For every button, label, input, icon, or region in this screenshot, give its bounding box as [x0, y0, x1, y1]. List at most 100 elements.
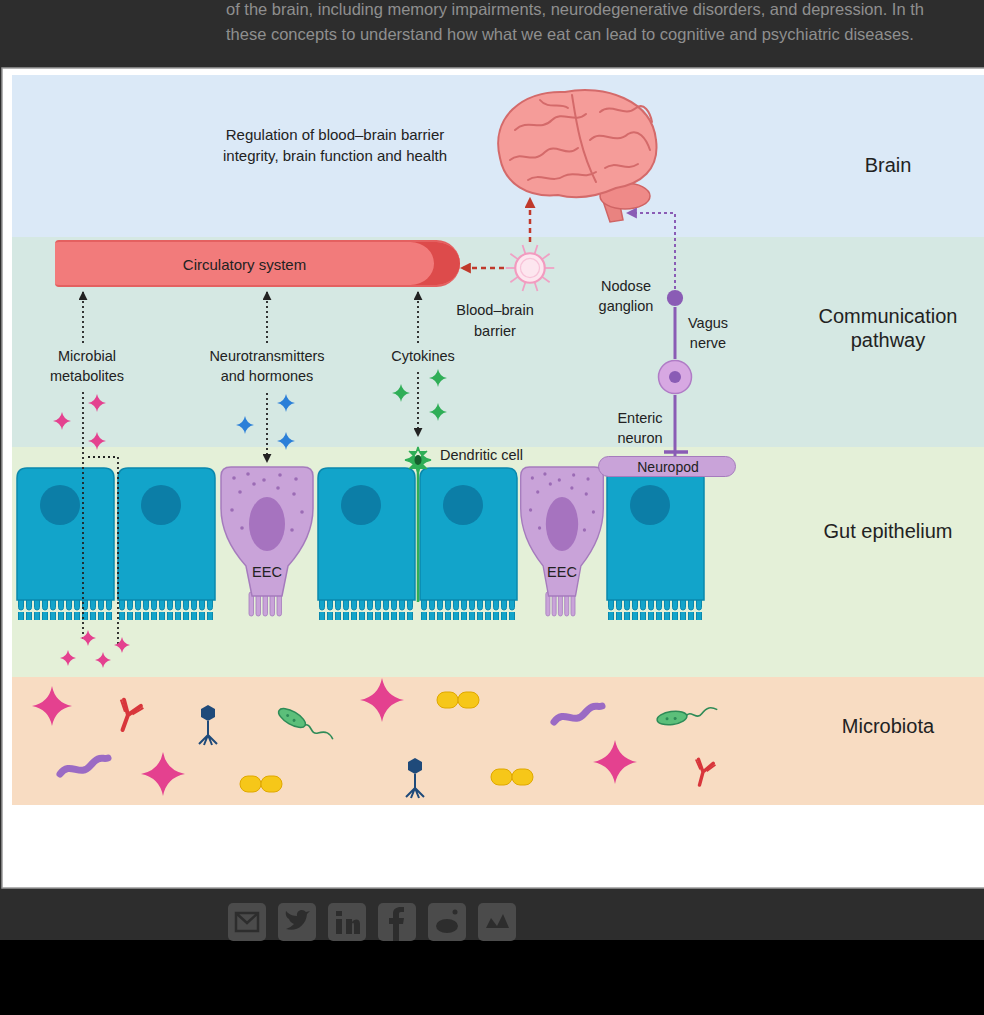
eec-cell-shape	[230, 508, 234, 512]
vessel-name: Circulatory system	[59, 255, 430, 275]
eec-cell-shape	[531, 476, 534, 480]
region-band: Brain	[12, 75, 984, 237]
eec-cell-shape	[570, 486, 573, 490]
share-icon	[286, 910, 310, 930]
eec-cell-shape	[585, 492, 588, 496]
eec-cell-shape	[218, 466, 316, 626]
share-icon	[478, 903, 516, 941]
blood-vessel: Circulatory system	[55, 240, 460, 287]
share-icon	[389, 907, 404, 941]
share-icon	[453, 910, 458, 915]
page-ground	[0, 0, 984, 940]
barrier-cell-shape	[520, 258, 539, 277]
epithelial-cell	[17, 468, 114, 620]
eec-cell-shape	[294, 477, 298, 481]
nerve-fiber	[674, 395, 677, 456]
share-icon	[228, 903, 266, 941]
region-name: Microbiota	[788, 714, 984, 738]
eec-cell-shape	[546, 497, 578, 551]
eec-cell-shape	[583, 528, 586, 532]
microbiota-illustration	[690, 759, 716, 788]
signal-arrow	[266, 292, 268, 343]
barrier-cell-shape	[515, 253, 544, 282]
dendritic-cell-shape	[404, 446, 432, 474]
neurotransmitter-star	[277, 394, 295, 412]
eec-cell-shape	[538, 526, 541, 530]
neuron-name: Enteric neuron	[600, 408, 680, 448]
epithelial-cell	[118, 468, 215, 620]
region-band: Circulatory systemBlood–brain barrierNod…	[12, 237, 984, 447]
note-text: Regulation of blood–brain barrier integr…	[205, 124, 465, 166]
dendritic-cell-shape	[405, 447, 431, 473]
signal-arrow	[266, 393, 268, 462]
neurotransmitter-star	[277, 432, 295, 450]
region-band: Microbiota	[12, 677, 984, 805]
share-icon	[436, 919, 458, 933]
signal-name: Cytokines	[383, 346, 463, 366]
metabolite-star	[80, 630, 96, 646]
signal-name: Neurotransmitters and hormones	[201, 346, 333, 386]
eec-cell: EEC	[218, 466, 316, 626]
microbiota-illustration	[491, 769, 533, 785]
metabolite-star	[114, 637, 130, 653]
region-name: Gut epithelium	[788, 519, 984, 543]
cytokine-star	[392, 369, 447, 421]
cell-name: Blood–brain barrier	[445, 300, 545, 342]
eec-cell-shape	[572, 473, 575, 477]
brain-illustration	[572, 95, 596, 182]
region-ground	[12, 677, 984, 805]
neurotransmitter-star	[236, 416, 254, 434]
eec-cell-shape	[592, 510, 595, 514]
microbiota-illustration	[360, 678, 404, 722]
brain-illustration	[605, 164, 638, 168]
region-name: Brain	[788, 153, 984, 177]
metabolite-star	[88, 394, 106, 412]
signal-connector	[529, 198, 532, 242]
eec-cell-shape	[252, 482, 256, 486]
cytokine-star	[429, 403, 447, 421]
microbiota-illustration	[32, 686, 72, 726]
eec-cell-shape	[529, 508, 532, 512]
eec-cell-shape	[246, 472, 250, 476]
microbiota-illustration	[199, 705, 217, 745]
dendritic-cell: Dendritic cell	[404, 446, 432, 474]
eec-cell-shape	[536, 490, 539, 494]
eec-cell-shape	[262, 478, 266, 482]
epithelial-cell	[318, 468, 415, 620]
share-icon	[236, 913, 258, 931]
eec-cell-shape	[292, 492, 296, 496]
eec-cell-shape	[300, 510, 304, 514]
microbiota-illustration	[593, 740, 637, 784]
brain-illustration	[528, 172, 596, 180]
region-band: Dendritic cellEEC EEC NeuropodGut epitheli…	[12, 447, 984, 677]
microbiota-illustration	[60, 758, 108, 774]
share-icon	[486, 914, 509, 928]
signal-arrow	[417, 372, 419, 436]
microbiota-illustration	[406, 758, 424, 798]
microbiota-illustration	[276, 705, 335, 747]
microbiota-illustration	[437, 692, 479, 708]
share-icon	[278, 903, 316, 941]
eec-cell-shape	[518, 466, 606, 626]
dendrite	[417, 468, 420, 602]
signal-arrow	[83, 292, 418, 645]
metabolite-star	[60, 650, 76, 666]
cell-name: EEC	[518, 563, 606, 581]
brain-illustration	[498, 90, 656, 197]
metabolite-star	[95, 652, 111, 668]
eec-cell-shape	[238, 490, 242, 494]
epithelial-cell	[17, 468, 704, 620]
barrier-cell-shape	[504, 242, 556, 294]
brain-illustration	[510, 148, 578, 160]
neuropod-process: Neuropod	[598, 456, 736, 477]
neuron-cell-shape	[657, 359, 693, 395]
nerve-connector	[627, 213, 675, 289]
metabolite-star	[53, 412, 71, 430]
cell-name: Dendritic cell	[440, 445, 523, 465]
signal-arrow	[82, 292, 84, 343]
eec-cell-shape	[276, 486, 280, 490]
signal-arrow	[417, 292, 419, 343]
dendritic-cell-shape	[415, 455, 422, 465]
